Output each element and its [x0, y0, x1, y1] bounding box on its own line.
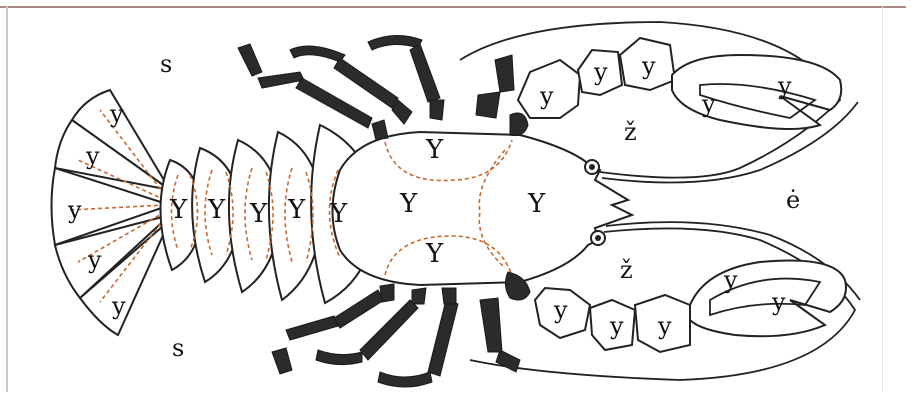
- label-abd-Y5: Y: [329, 199, 348, 229]
- leg-top-1a: [238, 44, 262, 76]
- leg-bot-4b: [480, 298, 502, 352]
- label-abd-Y4: Y: [287, 195, 306, 225]
- leg-top-3b: [410, 44, 440, 102]
- label-tail-y5: y: [111, 292, 126, 320]
- label-s-top: s: [160, 50, 172, 78]
- label-claw-bot-y4: y: [723, 266, 738, 294]
- leg-top-4b: [476, 92, 500, 118]
- label-claw-bot-y2: y: [609, 312, 624, 340]
- claw-bottom: [535, 260, 846, 352]
- label-e-dot: ė: [786, 186, 800, 214]
- leg-top-3c: [430, 100, 444, 120]
- leg-bot-1d: [380, 284, 394, 302]
- label-claw-bot-y5: y: [771, 288, 786, 316]
- label-ceph-Y-center: Y: [527, 189, 546, 219]
- leg-top-2a: [290, 46, 345, 62]
- label-claw-top-y1: y: [539, 82, 554, 110]
- leg-bot-4a: [496, 350, 520, 372]
- label-tail-y4: y: [87, 246, 102, 274]
- carapace: [333, 132, 633, 285]
- leg-top-4a: [495, 55, 514, 92]
- label-claw-bot-y3: y: [657, 312, 672, 340]
- label-claw-top-y2: y: [593, 58, 608, 86]
- label-claw-top-y4: y: [701, 90, 716, 118]
- label-claw-top-y5: y: [777, 72, 792, 100]
- label-abd-Y1: Y: [169, 195, 188, 225]
- claw-top: [518, 38, 841, 129]
- leg-bot-1a: [272, 348, 292, 374]
- claw-top-pincer: [672, 55, 841, 129]
- label-ceph-Y-bottom: Y: [425, 239, 444, 269]
- label-tail-y1: y: [109, 100, 124, 128]
- label-s-bottom: s: [172, 334, 184, 362]
- label-ceph-Y-left: Y: [399, 189, 418, 219]
- leg-bot-2c: [412, 288, 426, 304]
- label-z-bottom: ž: [620, 256, 633, 284]
- leg-bot-2a: [316, 350, 362, 365]
- eye-top-pupil: [589, 164, 595, 170]
- leg-bot-1b: [286, 316, 338, 340]
- label-abd-Y3: Y: [249, 199, 268, 229]
- eye-bottom-pupil: [595, 235, 601, 241]
- leg-top-2b: [334, 58, 398, 108]
- label-tail-y3: y: [67, 196, 82, 224]
- leg-bot-3c: [442, 288, 456, 304]
- label-z-top: ž: [624, 118, 637, 146]
- label-tail-y2: y: [85, 142, 100, 170]
- label-claw-top-y3: y: [641, 52, 656, 80]
- label-claw-bot-y1: y: [553, 296, 568, 324]
- leg-bot-1c: [334, 290, 384, 328]
- cephalothorax: [333, 132, 633, 285]
- leg-bot-3a: [378, 372, 432, 387]
- label-ceph-Y-top: Y: [425, 135, 444, 165]
- leg-top-1d: [372, 120, 388, 140]
- label-abd-Y2: Y: [207, 195, 226, 225]
- leg-top-4c: [510, 113, 528, 136]
- leg-bot-3b: [428, 300, 458, 376]
